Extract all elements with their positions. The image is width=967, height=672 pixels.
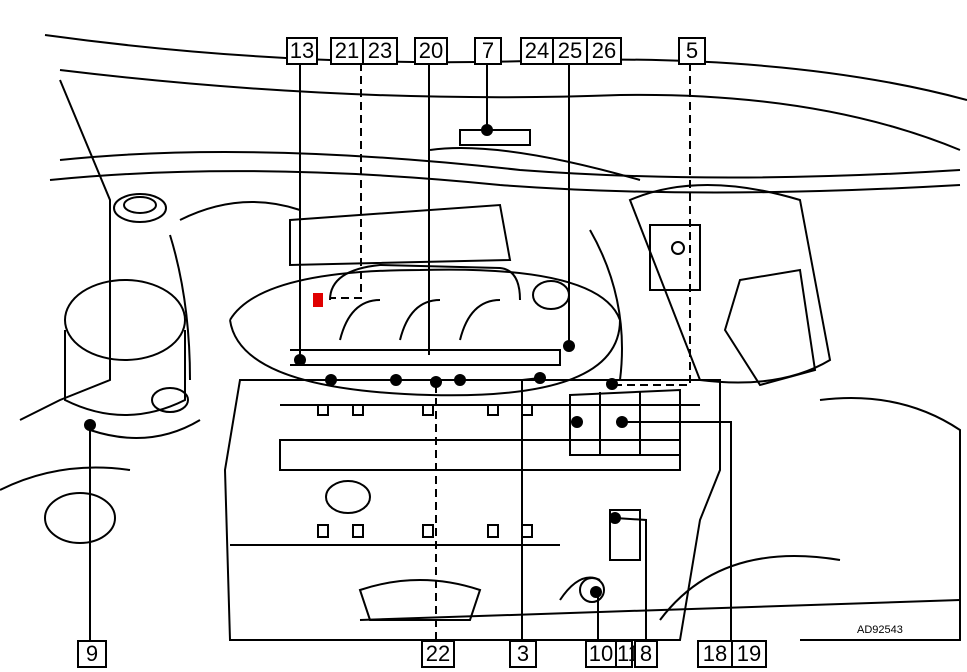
callout-9: 9 (77, 640, 107, 668)
callout-23: 23 (362, 37, 398, 65)
callout-18: 18 (697, 640, 733, 668)
red-marker (313, 293, 323, 307)
callout-20: 20 (414, 37, 448, 65)
callout-10: 10 (585, 640, 617, 668)
callout-3: 3 (509, 640, 537, 668)
callout-5: 5 (678, 37, 706, 65)
callout-22: 22 (421, 640, 455, 668)
callout-26: 26 (586, 37, 622, 65)
leader-8 (614, 517, 647, 640)
callout-21: 21 (330, 37, 364, 65)
callout-11: 11 (615, 640, 640, 668)
callout-19: 19 (731, 640, 767, 668)
leader-3 (521, 377, 541, 640)
leader-23 (330, 63, 362, 299)
leader-5 (612, 63, 691, 386)
callout-8: 8 (634, 640, 658, 668)
callout-24: 24 (520, 37, 554, 65)
leader-18-19 (622, 421, 732, 640)
callout-7: 7 (474, 37, 502, 65)
callout-25: 25 (552, 37, 588, 65)
figure-code: AD92543 (857, 624, 903, 636)
callout-13: 13 (286, 37, 318, 65)
